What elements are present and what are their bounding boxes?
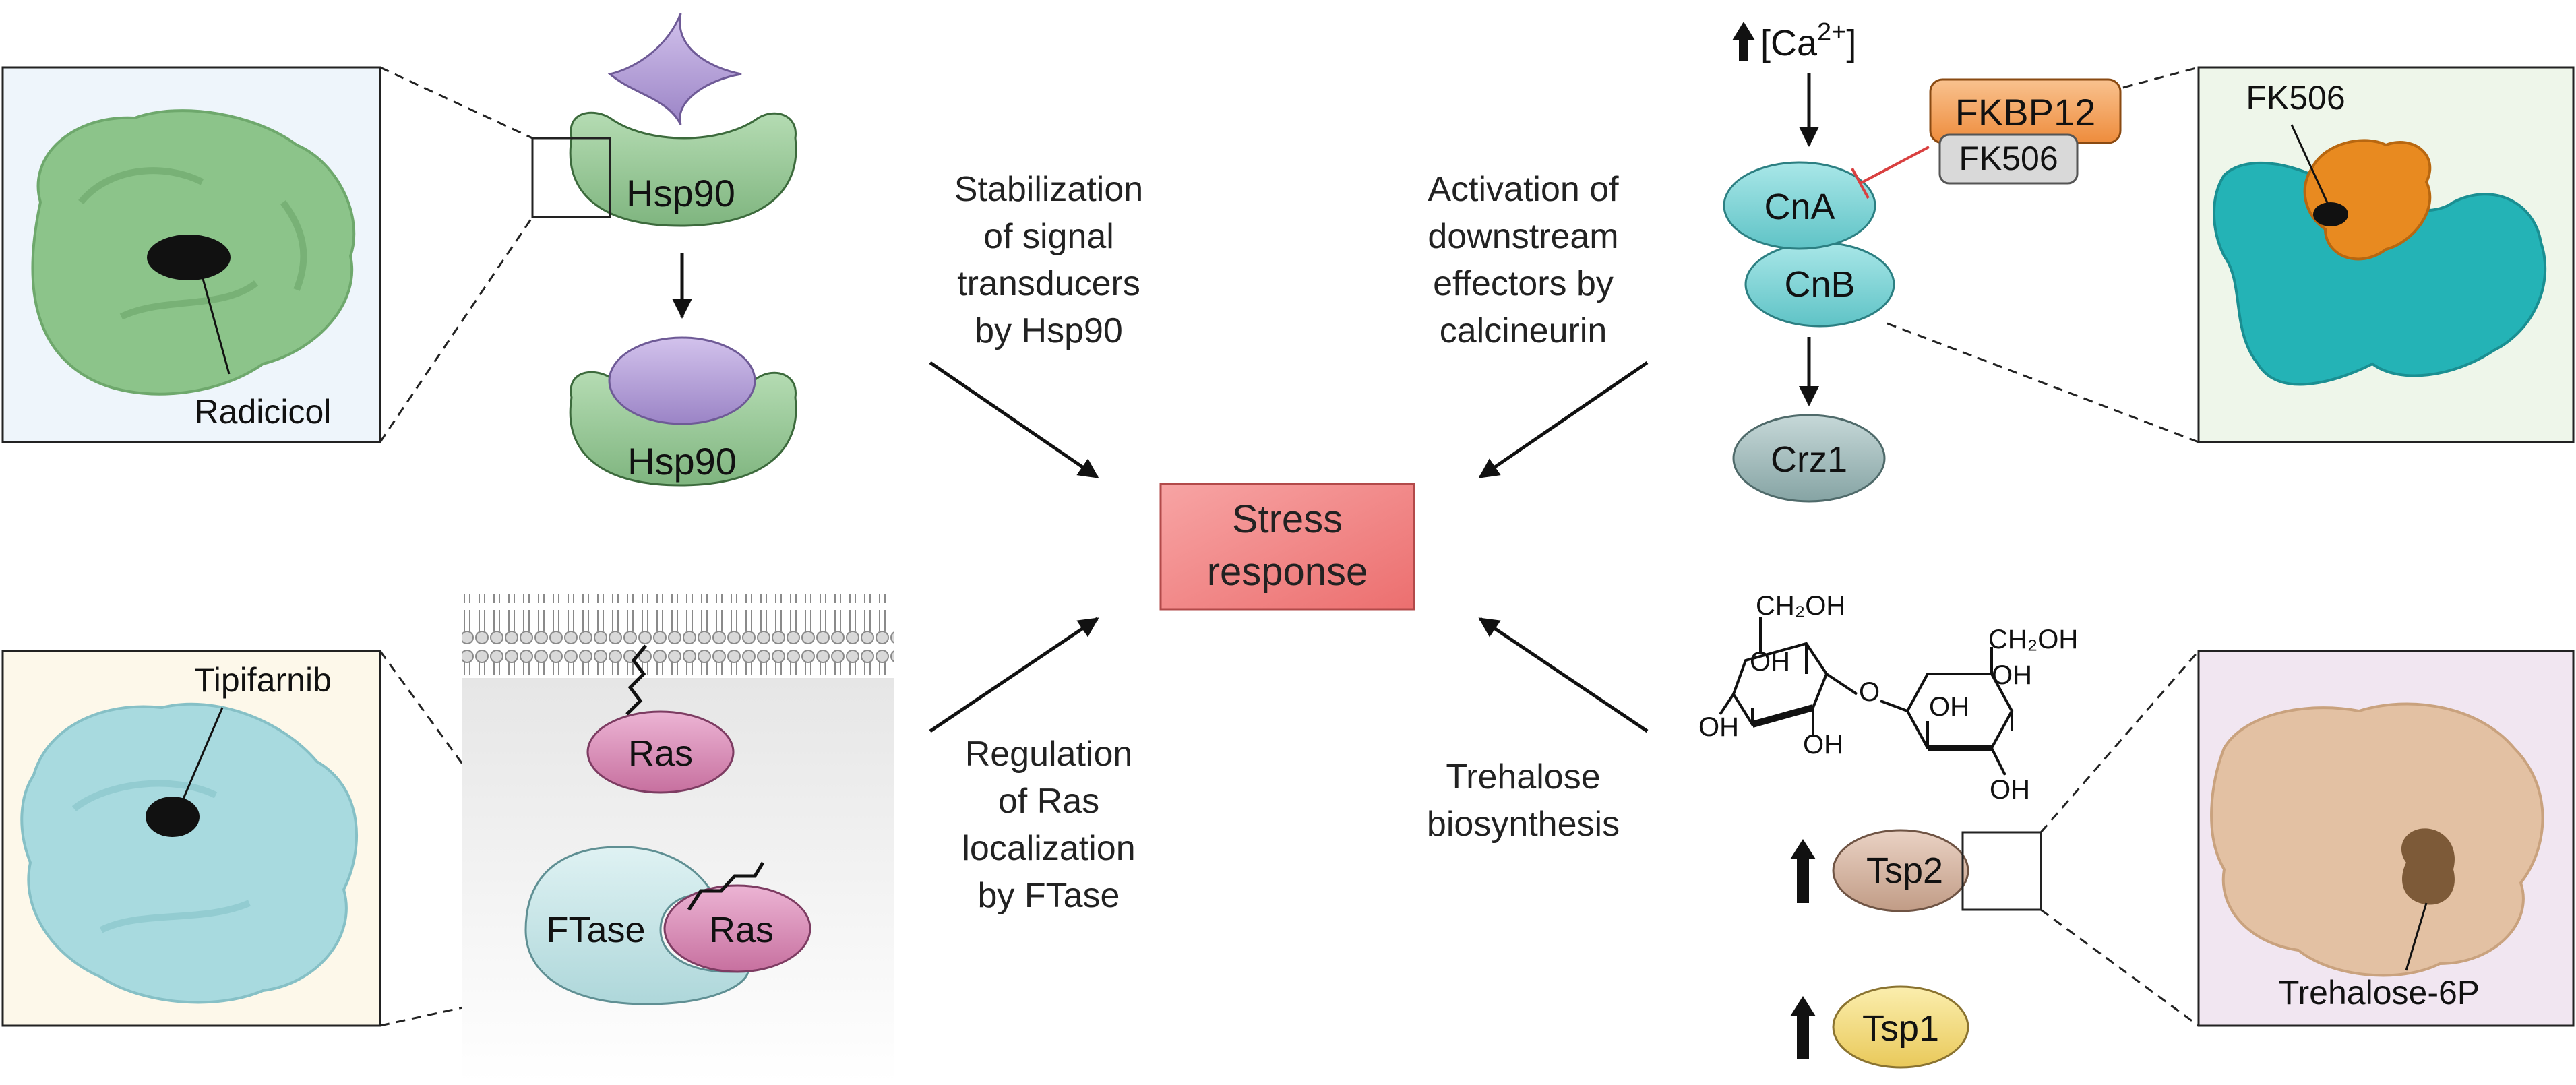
ras-membrane [586,710,735,794]
tsp2-up-arrow [1790,839,1816,903]
hsp90-zoom-lines [379,66,534,443]
tsp2-label: Tsp2 [1866,850,1943,891]
trehalose-molecule [1719,617,2014,776]
calcineurin-caption-1: Activation of [1428,170,1619,209]
fk506-structure-label: FK506 [2246,79,2345,117]
ras-caption-3: localization [962,829,1135,868]
cnb-label: CnB [1784,264,1855,305]
hsp90-top-clamp [569,111,797,227]
tsp2-protein [1832,829,1969,912]
calcium-label: [Ca2+] [1732,18,1856,63]
ftase-label: FTase [546,910,645,950]
calcineurin-structure-panel: FK506 [2197,66,2575,443]
fk506-box [1938,133,2079,185]
tsp2-surface [2210,702,2544,977]
crz1-protein [1732,414,1886,503]
ras-bound-label: Ras [709,910,774,950]
oh-label-5: OH [1992,660,2032,690]
plasma-membrane [462,594,894,675]
fk506-ligand [2313,202,2348,226]
pathway-captions: Stabilization of signal transducers by H… [954,170,1620,915]
hsp90-bottom-label: Hsp90 [627,440,737,483]
calcium-close-bracket: ] [1846,23,1856,63]
hsp90-caption-2: of signal [983,217,1114,256]
trehalose-text: CH₂OH CH₂OH OH OH OH OH OH OH O [1698,591,2078,805]
tipifarnib-ligand [146,797,200,837]
ras-caption-4: by FTase [978,876,1120,915]
oh-label-6: OH [1990,775,2030,805]
calcineurin-caption-2: downstream [1428,217,1618,256]
ras-caption-1: Regulation [965,735,1133,774]
hsp90-caption-4: by Hsp90 [975,311,1123,350]
tsp2-structure-panel: Trehalose-6P [2197,650,2575,1027]
stress-response-line1: Stress [1232,497,1343,541]
ras-caption-2: of Ras [998,782,1099,821]
tsp2-zoom-box [1961,831,2042,911]
radicicol-label: Radicicol [195,393,332,431]
ftase-enzyme [524,846,749,1005]
glycosidic-oxygen: O [1859,677,1880,707]
hsp90-caption-3: transducers [957,264,1140,303]
tsp2-zoom-lines [2040,650,2200,1027]
hsp90-top-label: Hsp90 [626,172,735,214]
oh-label-2: OH [1698,712,1739,742]
tsp1-label: Tsp1 [1862,1008,1939,1049]
ras-membrane-label: Ras [628,733,693,774]
calcineurin-arrow [1478,361,1649,479]
stress-response-box: Stress response [1159,483,1415,611]
oh-label-4: OH [1929,692,1969,722]
pathway-arrows [929,361,1649,733]
fk506-inhibition-line [1851,146,1930,199]
fkbp12-label: FKBP12 [1955,91,2096,133]
trehalose-6p-ligand [2401,828,2455,905]
trehalose-caption-1: Trehalose [1446,757,1600,797]
client-protein-shape [607,13,742,125]
stress-response-line2: response [1207,550,1368,594]
svg-text:[Ca2+]: [Ca2+] [1760,18,1856,63]
hsp90-arrow [929,361,1099,479]
hsp90-caption-1: Stabilization [954,170,1143,209]
cna-subunit [1723,161,1876,250]
ras-arrow [929,617,1099,733]
oh-label-1: OH [1750,647,1790,677]
calcineurin-caption-3: effectors by [1433,264,1614,303]
fk506-label: FK506 [1959,140,2058,177]
bound-client-protein [608,336,756,425]
calcineurin-zoom-lines [1887,66,2199,443]
trehalose-arrow [1478,617,1649,733]
tsp1-protein [1832,985,1969,1069]
ftase-surface [20,702,358,1004]
ch2oh-left: CH₂OH [1756,591,1845,621]
trehalose-caption-2: biosynthesis [1427,805,1620,844]
trehalose-6p-label: Trehalose-6P [2279,974,2480,1012]
ras-bound [663,884,811,973]
radicicol-ligand [147,235,231,280]
ch2oh-right: CH₂OH [1988,625,2078,654]
tsp1-up-arrow [1790,996,1816,1059]
tipifarnib-structure-panel: Tipifarnib [1,650,381,1027]
farnesyl-anchor [625,644,647,716]
fkbp12-surface [2303,139,2432,261]
hsp90-structure-panel: Radicicol [1,66,381,443]
calcium-text: [Ca [1760,23,1818,63]
crz1-label: Crz1 [1771,439,1847,480]
farnesyl-group [687,861,765,911]
tipifarnib-label: Tipifarnib [194,661,332,699]
oh-label-3: OH [1803,730,1843,760]
cna-label: CnA [1764,187,1835,227]
calcium-superscript: 2+ [1817,18,1846,46]
hsp90-zoom-box [531,137,611,218]
calcineurin-caption-4: calcineurin [1440,311,1607,350]
